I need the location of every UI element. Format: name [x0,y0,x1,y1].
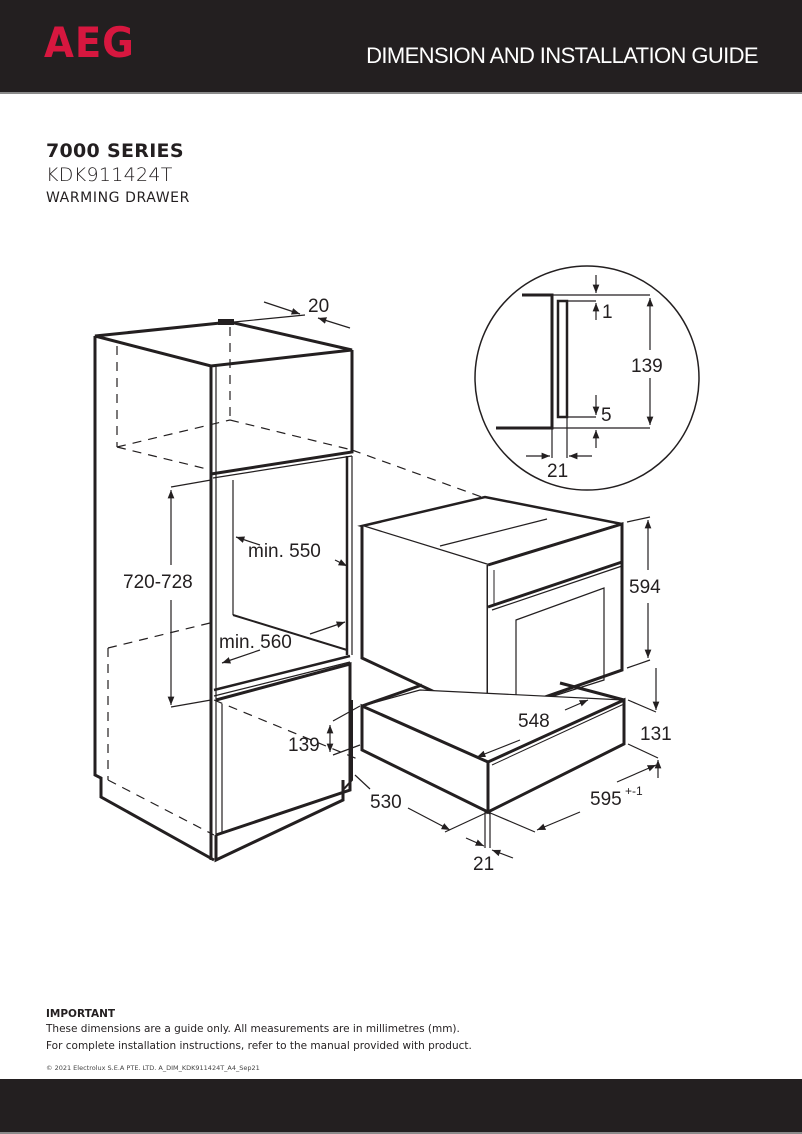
warming-drawer-drawing [360,681,626,815]
notes-line-2: For complete installation instructions, … [46,1040,472,1052]
label-detail-gap-bottom: 5 [601,405,612,426]
notes-heading: IMPORTANT [46,1008,116,1020]
label-drawer-front-thickness: 21 [473,854,494,875]
detail-circle [474,265,700,491]
label-drawer-depth: 530 [370,792,402,813]
label-niche-depth-min: min. 550 [248,541,321,562]
label-oven-height: 594 [629,577,661,598]
notes-line-1: These dimensions are a guide only. All m… [46,1023,460,1035]
drawer-dimensions [354,668,662,859]
page-title: DIMENSION AND INSTALLATION GUIDE [366,43,759,68]
label-detail-offset: 21 [547,461,568,482]
label-drawer-niche-height: 139 [288,735,320,756]
label-drawer-height: 131 [640,724,672,745]
page-header: AEG DIMENSION AND INSTALLATION GUIDE [0,0,802,94]
oven-drawing [357,495,624,720]
important-notes: IMPORTANT These dimensions are a guide o… [46,1007,472,1055]
label-drawer-width-tolerance: +-1 [625,784,643,798]
label-niche-height: 720-728 [123,572,193,593]
copyright: © 2021 Electrolux S.E.A PTE. LTD. A_DIM_… [46,1064,260,1072]
product-info: 7000 SERIES KDK911424T WARMING DRAWER [46,140,190,208]
page-footer [0,1079,802,1134]
product-model: KDK911424T [46,164,173,186]
product-type: WARMING DRAWER [46,190,190,206]
tall-cabinet-drawing [93,319,491,863]
label-top-offset: 20 [308,296,329,317]
label-detail-height: 139 [631,356,663,377]
oven-dimensions [626,516,652,669]
label-niche-width-min: min. 560 [219,632,292,653]
aeg-logo: AEG [44,18,135,67]
cabinet-dimensions [167,301,361,756]
label-drawer-width: 595 [590,789,622,810]
label-drawer-inner-depth: 548 [518,711,550,732]
product-series: 7000 SERIES [46,140,184,162]
label-detail-gap-top: 1 [602,302,613,323]
